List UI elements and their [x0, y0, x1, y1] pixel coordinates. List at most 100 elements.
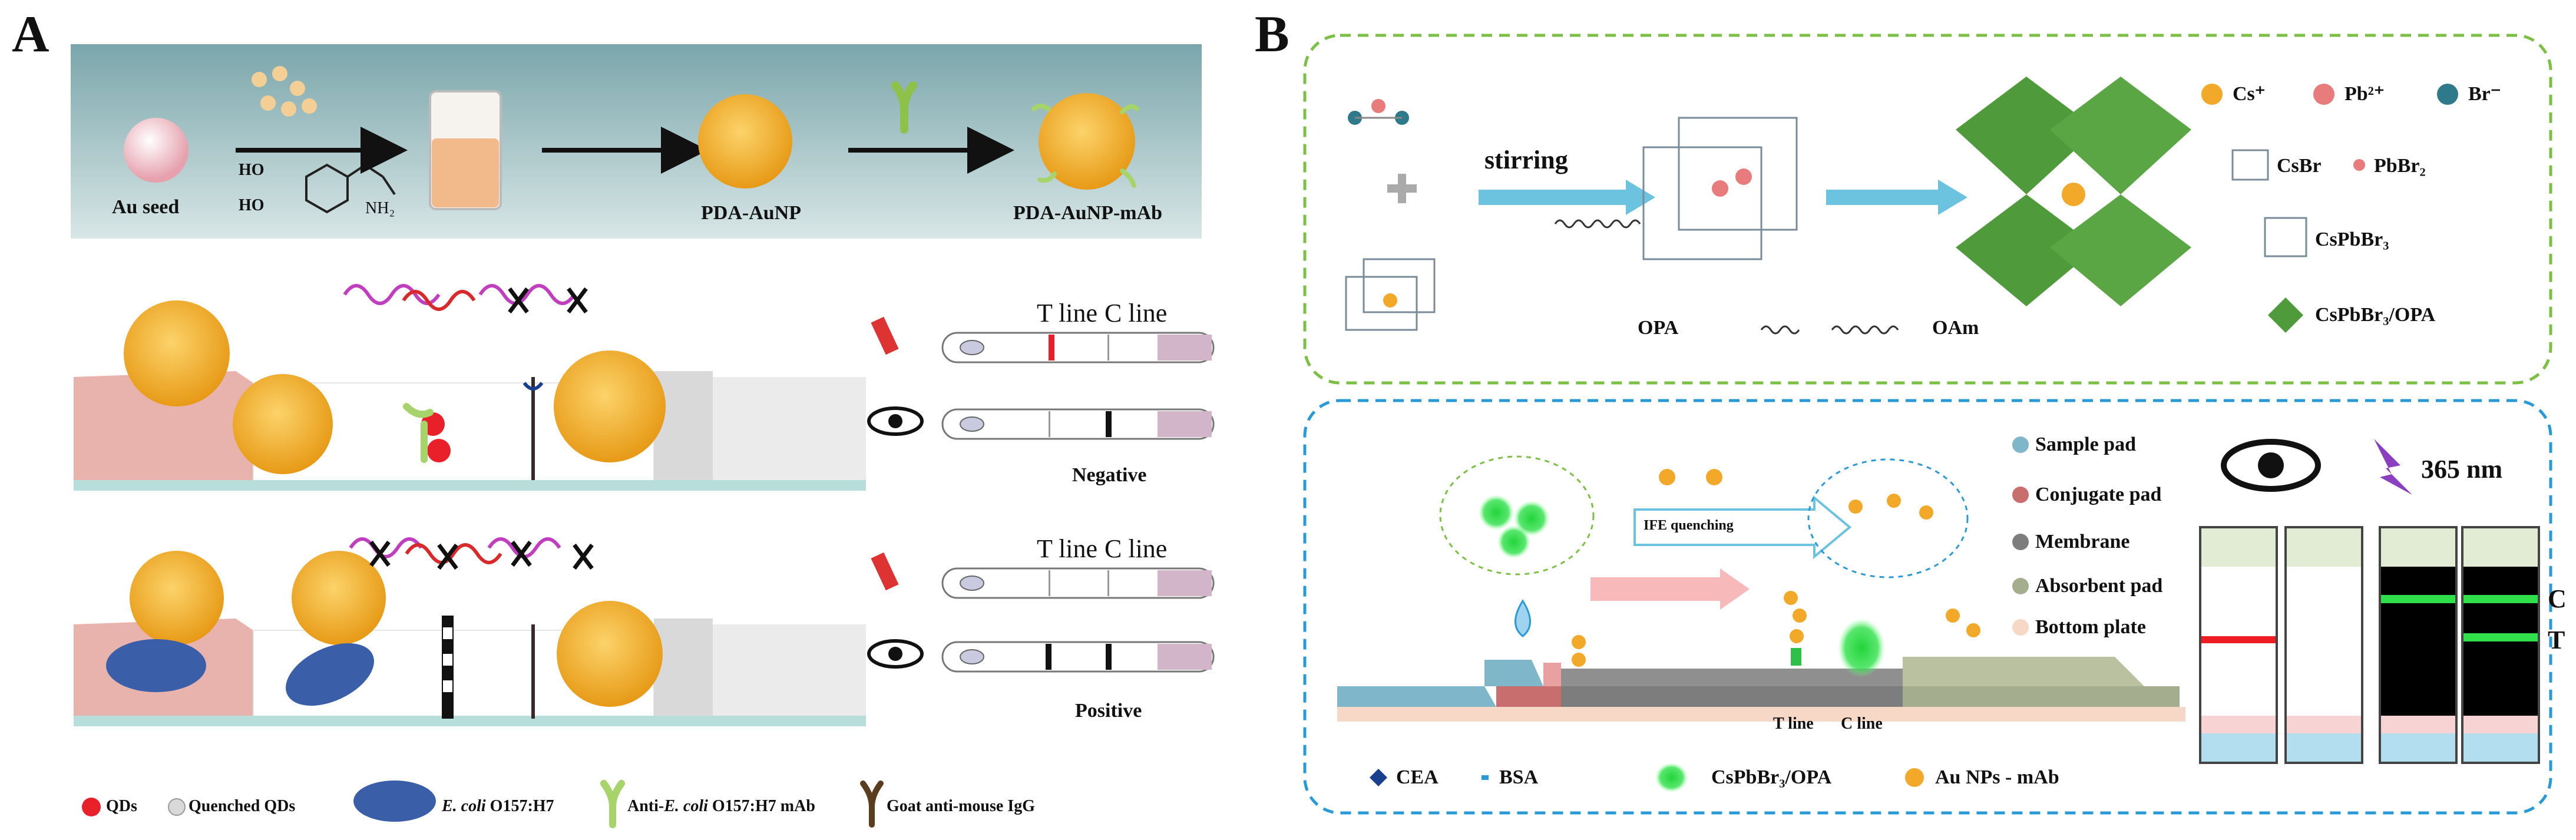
pad-legend-sample: Sample pad: [2035, 434, 2136, 455]
sample-pad-legend-icon: [2012, 436, 2029, 453]
cs-ion-icon: [2201, 84, 2223, 105]
c-mark: C: [2548, 584, 2567, 613]
sample-drop-icon: [1514, 599, 1531, 637]
cspbbr3-opa-legend-icon: [2268, 297, 2303, 333]
t-mark: T: [2548, 626, 2565, 654]
pos-c-line-header: C line: [1105, 534, 1168, 563]
qd-icon: [82, 798, 101, 816]
pad-legend-bottom-plate: Bottom plate: [2035, 616, 2146, 638]
pbbr2-legend-icon: [2353, 159, 2365, 171]
legend-anti-ecoli: Anti-E. coli O157:H7 mAb: [627, 798, 815, 815]
uv-lamp-icon-neg: [871, 316, 899, 355]
legend-anti-italic: E. coli: [664, 797, 708, 815]
pb-ion-label: Pb²⁺: [2344, 83, 2385, 105]
panel-a-synthesis: [71, 44, 1202, 239]
panel-a-letter: A: [12, 6, 49, 63]
panel-b-bottom-assay: [1337, 436, 2540, 792]
strip-c-line-label: C line: [1841, 715, 1883, 733]
membrane-strip: [1561, 686, 1903, 707]
csbr-cube: [1345, 258, 1436, 331]
flow-arrow: [1590, 568, 1750, 610]
readout-strip-pos-eye: [867, 639, 1215, 673]
ecoli-legend-icon: [353, 781, 436, 822]
perovskite-octahedra: [1956, 77, 2191, 306]
result-strip-4: [2461, 526, 2540, 764]
result-strip-3: [2379, 526, 2458, 764]
legend-goat-igg: Goat anti-mouse IgG: [887, 797, 1035, 815]
readout-strip-pos-uv: [871, 552, 1215, 599]
uv-bolt-icon: [2374, 439, 2412, 495]
cspbbr3-label: CsPbBr₃: [2315, 229, 2389, 250]
legend-ecoli-rest: O157:H7: [485, 797, 554, 815]
au-seed-label: Au seed: [112, 196, 180, 218]
conjugate-pad-strip: [1496, 686, 1561, 707]
bsa-icon: [1482, 775, 1489, 780]
pbbr2-molecule: [1348, 99, 1409, 125]
plus-icon: [1387, 174, 1417, 203]
pad-legend-absorbent: Absorbent pad: [2035, 575, 2163, 597]
result-strip-1: [2199, 526, 2278, 764]
conjugate-pad-legend-icon: [2012, 487, 2029, 503]
legend-quenched-qds: Quenched QDs: [189, 797, 296, 815]
bottom-plate: [1337, 707, 2185, 722]
ife-label: IFE quenching: [1644, 518, 1734, 533]
legend-cspbbr3-opa: CsPbBr₃/OPA: [1711, 766, 1832, 788]
legend-au-mab: Au NPs - mAb: [1935, 766, 2059, 788]
beaker: [429, 90, 502, 210]
neg-c-line-header: C line: [1105, 299, 1168, 328]
pda-aunp-sphere: [698, 94, 792, 188]
wavelength-label: 365 nm: [2421, 455, 2503, 484]
absorbent-pad-strip: [1903, 686, 2180, 707]
pad-legend-conjugate: Conjugate pad: [2035, 484, 2162, 505]
legend-cea: CEA: [1396, 766, 1439, 788]
pbbr2-label: PbBr₂: [2374, 155, 2426, 177]
panel-b-letter: B: [1255, 6, 1289, 63]
positive-strip-assembly: [74, 537, 866, 726]
opa-label: OPA: [1638, 317, 1679, 339]
panel-b-bottom-frame: [1303, 399, 2552, 815]
absorbent-pad-legend-icon: [2012, 578, 2029, 594]
mab-decor: [1031, 104, 1139, 188]
legend-qds: QDs: [106, 797, 137, 815]
au-mab-icon: [1905, 768, 1924, 787]
result-strip-2: [2284, 526, 2363, 764]
br-ion-label: Br⁻: [2468, 83, 2501, 105]
legend-ecoli-italic: E. coli: [442, 797, 486, 815]
membrane-legend-icon: [2012, 534, 2029, 550]
legend-anti-rest: O157:H7 mAb: [707, 797, 815, 815]
legend-anti-prefix: Anti-: [627, 797, 664, 815]
panel-a-legend-icons: [82, 780, 884, 828]
panel-b-top-legend-icons: [2201, 84, 2458, 333]
nh2-label: NH₂: [365, 199, 395, 217]
stirring-label: stirring: [1484, 145, 1568, 174]
csbr-label: CsBr: [2277, 155, 2322, 177]
excitation-wave-pos: [349, 537, 423, 558]
cea-icon: [1370, 769, 1387, 786]
ife-arrow: [1633, 495, 1852, 560]
panel-b-top-synthesis: [1345, 77, 2191, 335]
pda-aunp-label: PDA-AuNP: [701, 202, 801, 224]
pad-legend-membrane: Membrane: [2035, 531, 2130, 553]
neg-t-line-header: T line: [1037, 299, 1098, 328]
ho-label-1: HO: [239, 161, 264, 179]
pos-t-line-header: T line: [1037, 534, 1098, 563]
pda-aunp-mab-sphere: [1039, 93, 1135, 190]
cspbbr3-opa-label: CsPbBr₃/OPA: [2315, 304, 2436, 326]
negative-label: Negative: [1072, 464, 1147, 486]
readout-strip-neg-eye: [867, 406, 1215, 440]
cs-ion-label: Cs⁺: [2233, 83, 2266, 105]
bottom-plate-legend-icon: [2012, 619, 2029, 636]
br-ion-icon: [2437, 84, 2458, 105]
excitation-wave-neg: [343, 284, 441, 305]
positive-label: Positive: [1075, 700, 1142, 722]
sample-pad-pink: [74, 371, 253, 483]
oam-chain-top: [1554, 219, 1641, 229]
antibody-icon: [891, 81, 917, 134]
strip-t-line-label: T line: [1773, 715, 1814, 733]
quenched-qd-icon: [168, 798, 186, 816]
anti-ecoli-mab-icon: [600, 780, 625, 828]
oam-label: OAm: [1932, 317, 1979, 339]
cspbbr3-legend-icon: [2264, 217, 2307, 257]
legend-ecoli: E. coli O157:H7: [442, 798, 554, 815]
